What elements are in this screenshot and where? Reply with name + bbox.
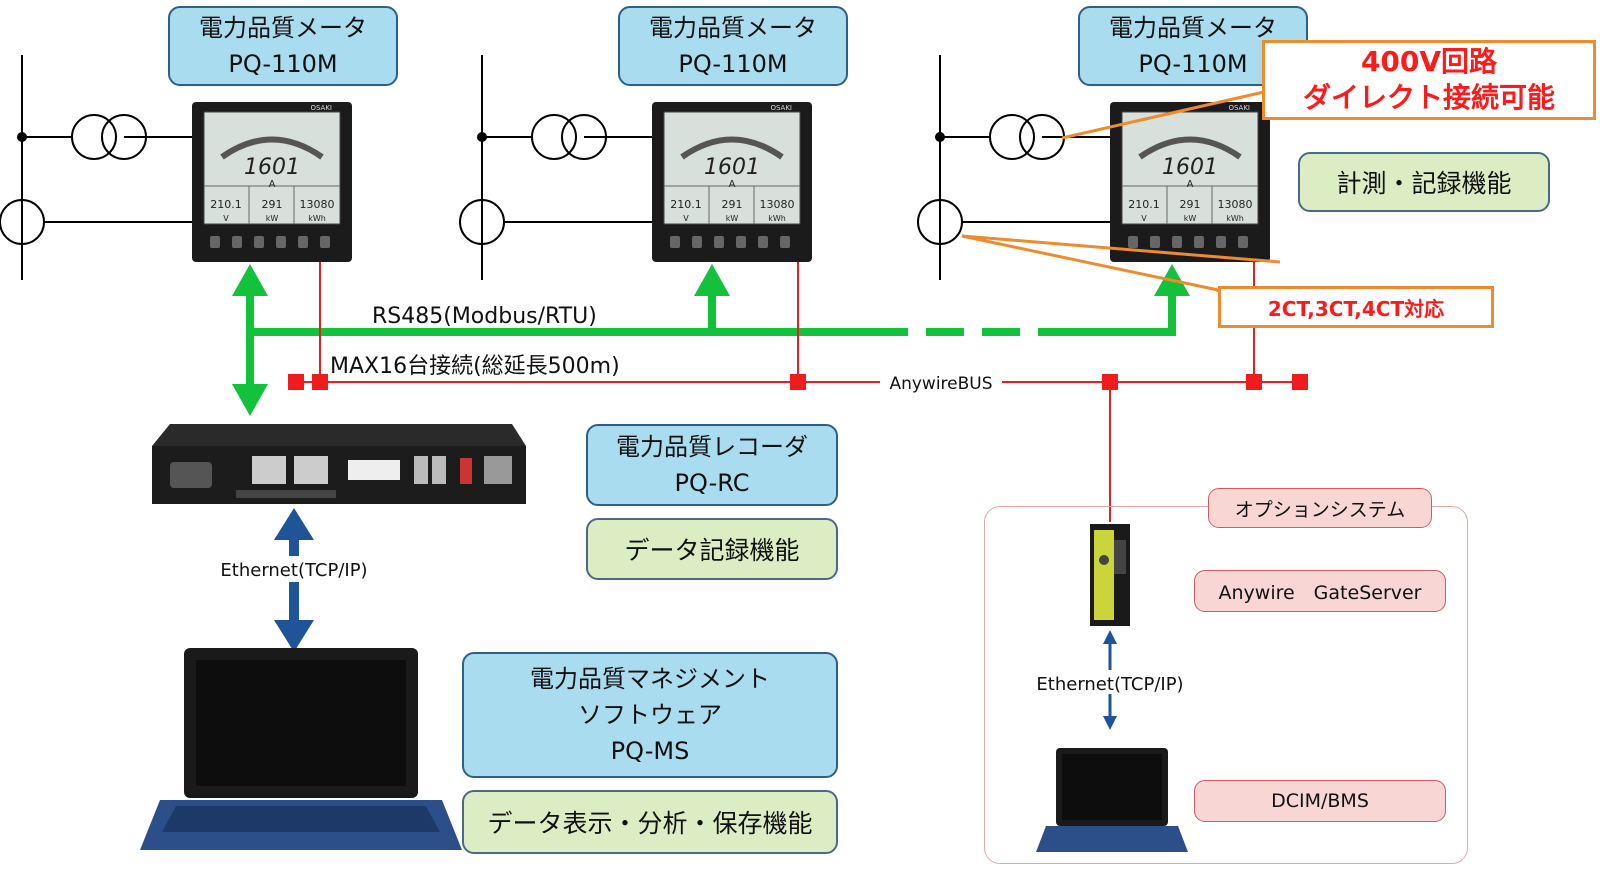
svg-text:210.1: 210.1 (670, 198, 702, 211)
software-line3: PQ-MS (610, 737, 690, 765)
recorder-model: PQ-RC (674, 469, 750, 497)
callout-400v: 400V回路 ダイレクト接続可能 (1262, 40, 1596, 120)
recorder-label-box: 電力品質レコーダ PQ-RC (586, 424, 838, 506)
svg-text:kW: kW (266, 214, 279, 223)
ethernet-right-label: Ethernet(TCP/IP) (1036, 674, 1183, 695)
recorder-title: 電力品質レコーダ (616, 433, 808, 461)
svg-text:kWh: kWh (768, 214, 786, 223)
svg-text:kW: kW (726, 214, 739, 223)
rs485-bus (246, 290, 1176, 388)
svg-text:kWh: kWh (308, 214, 326, 223)
meter-device-2: 1601 A 210.1 291 13080 V kW kWh OSAKI (652, 102, 812, 262)
gateserver-device (1090, 524, 1130, 626)
meter-label-box-1: 電力品質メータ PQ-110M (168, 6, 398, 86)
svg-text:kWh: kWh (1226, 214, 1244, 223)
svg-text:A: A (729, 179, 736, 190)
ethernet-right-bg (1020, 670, 1200, 694)
software-line1: 電力品質マネジメント (530, 665, 770, 693)
svg-text:210.1: 210.1 (210, 198, 242, 211)
software-feature-label: データ表示・分析・保存機能 (487, 809, 813, 838)
ct-support-box: 2CT,3CT,4CT対応 (1218, 286, 1494, 328)
svg-text:1601: 1601 (1162, 155, 1218, 180)
meter-title-1: 電力品質メータ (199, 14, 367, 42)
svg-text:V: V (1141, 214, 1147, 223)
svg-text:A: A (1187, 179, 1194, 190)
svg-text:291: 291 (722, 198, 743, 211)
software-feature-box: データ表示・分析・保存機能 (462, 790, 838, 854)
dcim-label: DCIM/BMS (1271, 790, 1369, 812)
svg-text:1601: 1601 (244, 155, 300, 180)
svg-text:291: 291 (1180, 198, 1201, 211)
gateserver-box: Anywire GateServer (1194, 570, 1446, 612)
max-connection-label: MAX16台接続(総延長500m) (330, 354, 620, 379)
svg-text:OSAKI: OSAKI (770, 104, 792, 112)
callout-400v-line1: 400V回路 (1360, 45, 1498, 78)
bus-terminals (288, 374, 1308, 390)
ct-support-label: 2CT,3CT,4CT対応 (1267, 296, 1445, 321)
ethernet-left-bg (200, 556, 390, 582)
recorder-feature-box: データ記録機能 (586, 518, 838, 580)
meter-title-3: 電力品質メータ (1109, 14, 1277, 42)
software-line2: ソフトウェア (578, 701, 722, 729)
ct-icon (0, 199, 45, 245)
svg-text:kW: kW (1184, 214, 1197, 223)
laptop-large (140, 648, 462, 850)
recorder-device (152, 424, 526, 504)
svg-text:V: V (683, 214, 689, 223)
svg-text:13080: 13080 (300, 198, 335, 211)
meter-model-1: PQ-110M (228, 50, 338, 78)
option-system-title: オプションシステム (1208, 488, 1432, 528)
software-label-box: 電力品質マネジメント ソフトウェア PQ-MS (462, 652, 838, 778)
option-system-title-label: オプションシステム (1234, 498, 1406, 521)
svg-text:13080: 13080 (1218, 198, 1253, 211)
gateserver-label: Anywire GateServer (1218, 581, 1422, 604)
svg-text:1601: 1601 (704, 155, 760, 180)
ct-icon (917, 199, 963, 245)
bus-label: AnywireBUS (889, 374, 992, 394)
meter-title-2: 電力品質メータ (649, 14, 817, 42)
measure-feature-label: 計測・記録機能 (1336, 169, 1512, 198)
callout-400v-line2: ダイレクト接続可能 (1302, 81, 1555, 114)
rs485-label: RS485(Modbus/RTU) (372, 304, 597, 329)
svg-text:V: V (223, 214, 229, 223)
dcim-box: DCIM/BMS (1194, 780, 1446, 822)
svg-text:OSAKI: OSAKI (1228, 104, 1250, 112)
power-line-3 (935, 55, 1110, 280)
ethernet-left-label: Ethernet(TCP/IP) (220, 560, 367, 581)
power-line-1 (17, 55, 192, 280)
meter-label-box-2: 電力品質メータ PQ-110M (618, 6, 848, 86)
measure-feature-box: 計測・記録機能 (1298, 152, 1550, 212)
ct-icon (459, 199, 505, 245)
meter-model-3: PQ-110M (1138, 50, 1248, 78)
meter-device-3: 1601 A 210.1 291 13080 V kW kWh OSAKI (1110, 102, 1270, 262)
meter-device-1: 1601 A 210.1 291 13080 V kW kWh OSAKI (192, 102, 352, 262)
rs485-arrowheads (232, 264, 1190, 416)
laptop-small (1036, 748, 1188, 852)
svg-text:210.1: 210.1 (1128, 198, 1160, 211)
meter-model-2: PQ-110M (678, 50, 788, 78)
power-line-2 (477, 55, 652, 280)
svg-text:291: 291 (262, 198, 283, 211)
svg-text:A: A (269, 179, 276, 190)
svg-text:OSAKI: OSAKI (310, 104, 332, 112)
recorder-feature-label: データ記録機能 (624, 536, 800, 565)
bus-label-bg (880, 370, 1002, 394)
svg-text:13080: 13080 (760, 198, 795, 211)
